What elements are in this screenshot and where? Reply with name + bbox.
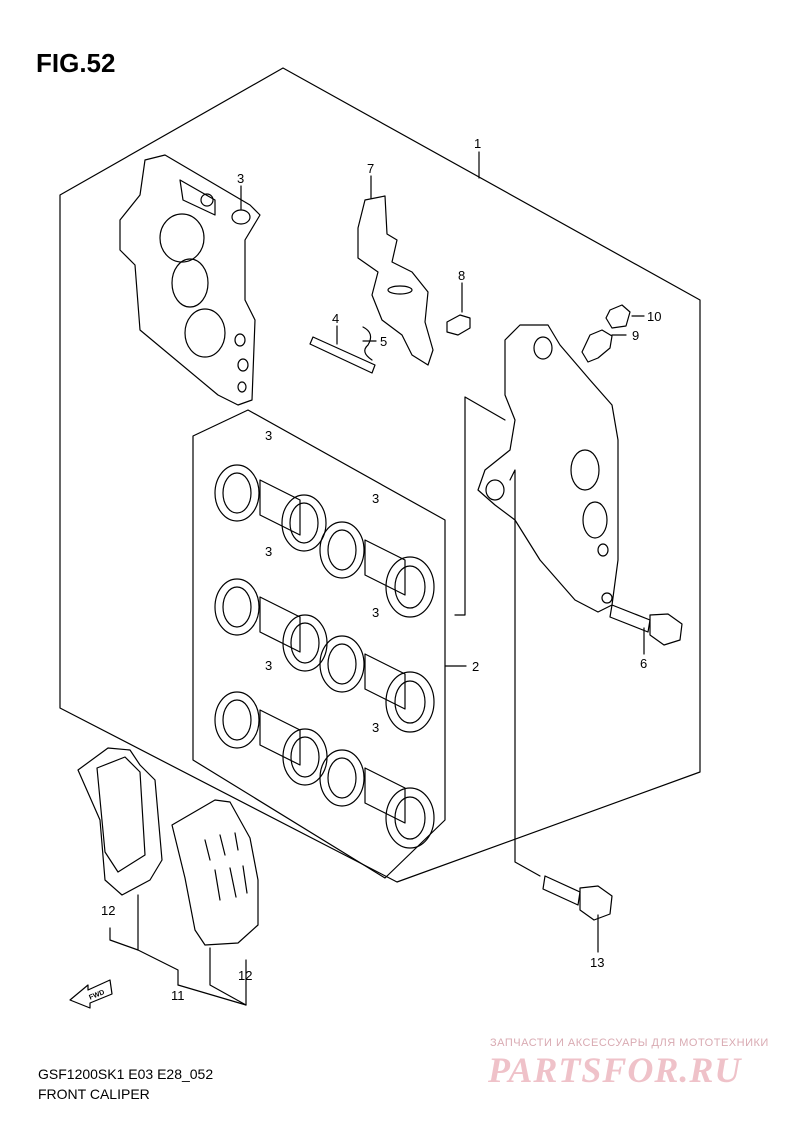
caliper-pin [309, 336, 376, 374]
pin-clip [362, 326, 373, 361]
callout-3: 3 [372, 720, 379, 735]
callout-3: 3 [372, 491, 379, 506]
leader-line [209, 947, 247, 1006]
leader-line [109, 894, 139, 951]
bleeder-valve [581, 329, 613, 363]
piston-set [214, 464, 327, 552]
piston-set [319, 521, 435, 618]
leader-line [137, 949, 179, 986]
piston-set [214, 691, 328, 786]
piston-set [319, 635, 435, 733]
callout-3: 3 [237, 171, 244, 186]
caliper-body-outer [477, 324, 619, 613]
callout-3: 3 [372, 605, 379, 620]
callout-3: 3 [265, 428, 272, 443]
callout-2: 2 [472, 659, 479, 674]
caliper-body-inner [119, 154, 261, 406]
callout-3: 3 [265, 544, 272, 559]
callout-13: 13 [590, 955, 604, 970]
pad-spring [357, 195, 434, 366]
fwd-arrow-icon [69, 979, 113, 1009]
callout-10: 10 [647, 309, 661, 324]
mounting-bolt [542, 875, 613, 921]
bleeder-cap [605, 304, 631, 329]
watermark-brand: PARTSFOR.RU [488, 1050, 742, 1090]
figure-title: FIG.52 [36, 48, 116, 78]
callout-1: 1 [474, 136, 481, 151]
brake-pad [171, 799, 259, 946]
leader-line [454, 396, 506, 616]
diagram-caption: FRONT CALIPER [38, 1086, 150, 1102]
bleeder-screw [446, 314, 471, 336]
brake-pad [77, 747, 163, 896]
callout-5: 5 [380, 334, 387, 349]
callout-6: 6 [640, 656, 647, 671]
piston-group-outline [192, 409, 446, 879]
piston-set [319, 749, 435, 849]
callout-9: 9 [632, 328, 639, 343]
washer [231, 209, 251, 225]
mounting-bolt [609, 604, 683, 646]
leader-line [509, 469, 541, 877]
callout-4: 4 [332, 311, 339, 326]
watermark-tagline: ЗАПЧАСТИ И АКСЕССУАРЫ ДЛЯ МОТОТЕХНИКИ [490, 1037, 769, 1049]
callout-8: 8 [458, 268, 465, 283]
caliper-assembly-outline [59, 67, 701, 883]
callout-7: 7 [367, 161, 374, 176]
leader-line [177, 984, 247, 1006]
diagram-code: GSF1200SK1 E03 E28_052 [38, 1066, 214, 1082]
callout-12: 12 [101, 903, 115, 918]
callout-3: 3 [265, 658, 272, 673]
callout-11: 11 [171, 988, 185, 1003]
callout-12: 12 [238, 968, 252, 983]
